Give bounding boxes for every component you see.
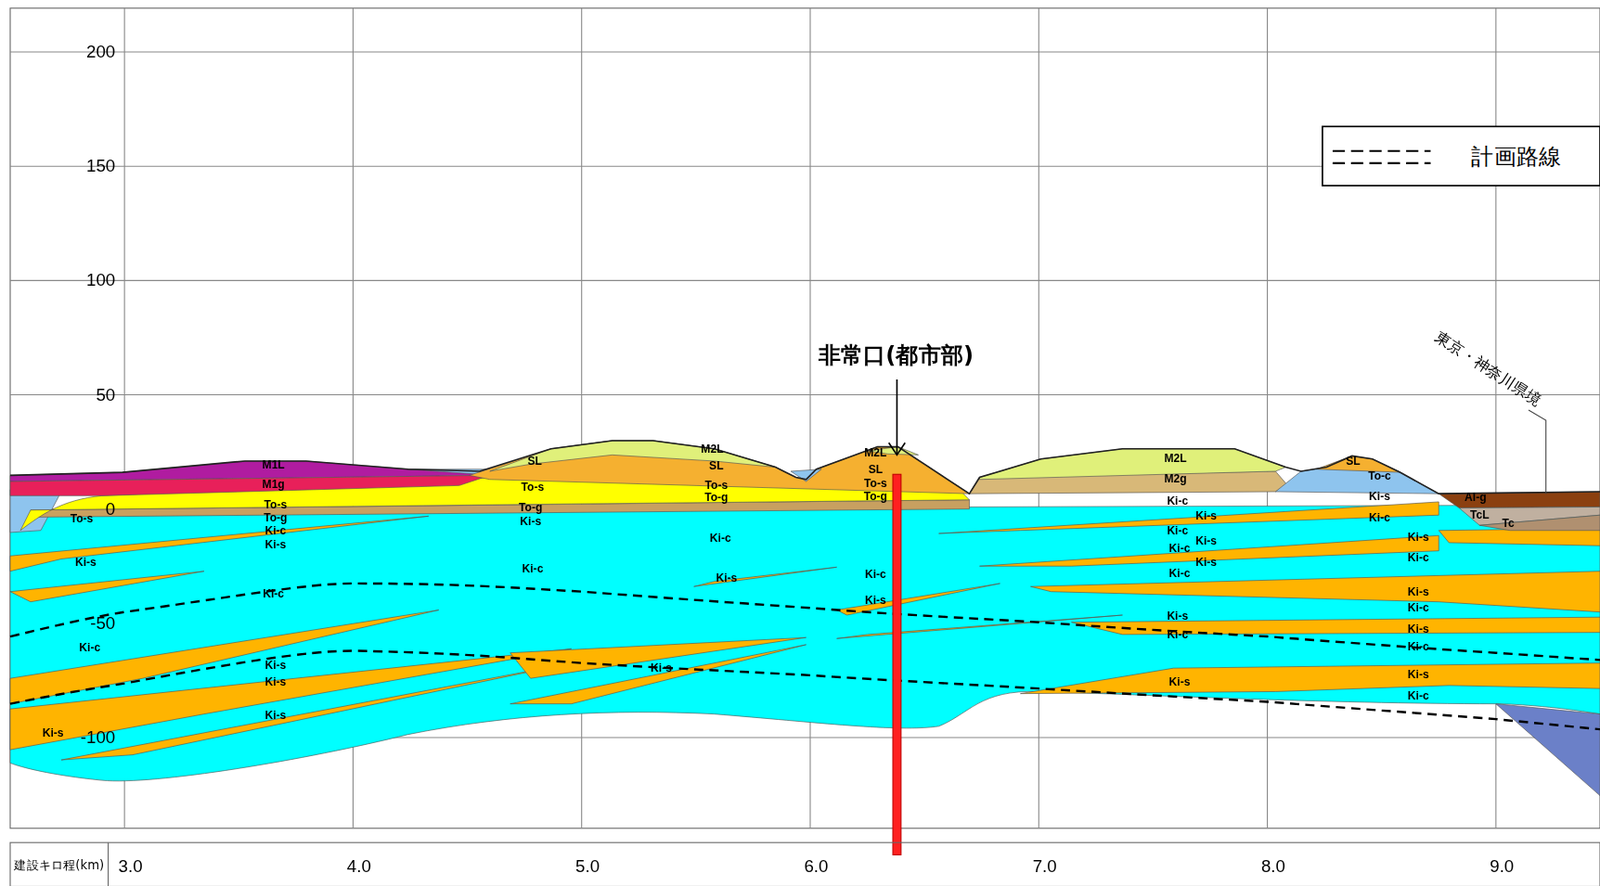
axis-label: 200 <box>86 43 116 62</box>
ground-surface <box>10 440 1600 494</box>
stratum-label: Ki-s <box>1195 556 1217 568</box>
stratum-label: Ki-c <box>864 568 887 581</box>
stratum-label: Ki-s <box>264 659 286 671</box>
stratum-label: Ki-s <box>650 662 672 674</box>
strata <box>10 440 1600 797</box>
stratum-label: Ki-s <box>1195 510 1217 522</box>
stratum-label: Ki-c <box>1368 512 1391 524</box>
stratum-label: Ki-c <box>1407 641 1430 653</box>
axis-label: 7.0 <box>1032 857 1058 876</box>
stratum-label: M1g <box>262 478 285 491</box>
axis-label: 150 <box>86 157 116 176</box>
stratum-label: SL <box>709 460 723 472</box>
stratum-label: Ki-c <box>1166 629 1188 641</box>
stratum-label: M2L <box>1164 452 1188 465</box>
stratum-label: TcL <box>1470 509 1490 521</box>
shaft <box>892 474 902 855</box>
stratum-label: Al-g <box>1464 492 1487 504</box>
stratum-label: Ki-s <box>42 727 65 739</box>
grid <box>10 8 1600 829</box>
stratum-label: Ki-c <box>1169 542 1191 555</box>
stratum-label: Ki-c <box>1407 552 1430 564</box>
axis-table <box>10 842 1600 886</box>
stratum-label: Ki-s <box>1166 610 1188 622</box>
stratum-label: Ki-c <box>1407 602 1430 614</box>
stratum-label: Ki-s <box>1195 535 1217 547</box>
stratum-label: Ki-s <box>264 539 286 551</box>
stratum-label: Ki-c <box>1407 690 1430 702</box>
stratum-label: Ki-s <box>75 556 97 568</box>
axis-label: 50 <box>95 386 116 404</box>
stratum-label: Ki-c <box>1169 567 1191 580</box>
stratum-label: To-s <box>705 479 729 491</box>
stratum-label: Ki-s <box>1407 623 1430 635</box>
leader-line <box>889 379 1547 494</box>
stratum-label: SL <box>1345 455 1360 467</box>
axis-label: 5.0 <box>575 857 600 876</box>
stratum-label: Ki-s <box>264 709 286 722</box>
stratum-label: M1L <box>262 459 285 471</box>
legend-box <box>1322 126 1600 186</box>
axis-label: 建設キロ程(km) <box>13 859 104 872</box>
stratum-label: Ki-s <box>519 516 542 528</box>
stratum-label: Ki-s <box>1407 531 1430 543</box>
stratum-label: Ki-c <box>1166 495 1188 507</box>
stratum-label: To-g <box>864 490 888 503</box>
stratum-label: Ki-c <box>1166 525 1188 537</box>
stratum-label: M2L <box>864 447 887 459</box>
stratum-label: To-g <box>518 502 542 514</box>
stratum-label: Ki-s <box>1407 669 1430 681</box>
axis-label: 6.0 <box>803 857 828 876</box>
stratum-label: Ki-c <box>264 525 286 537</box>
stratum-label: Ki-s <box>1169 677 1191 689</box>
axis-label: 3.0 <box>118 857 143 876</box>
stratum-label: Ki-c <box>709 532 732 544</box>
planned-route <box>10 583 1600 730</box>
stratum-label: Ki-s <box>1407 586 1430 598</box>
axis-label: -50 <box>90 614 116 633</box>
axis-label: 4.0 <box>347 857 372 876</box>
stratum-label: Ki-s <box>864 595 887 607</box>
axis-label: 0 <box>105 500 116 518</box>
annotation: 非常口(都市部) <box>818 345 974 368</box>
annotation: 東京・神奈川県境 <box>1432 329 1544 410</box>
stratum-label: To-g <box>704 492 728 504</box>
stratum-label: Tc <box>1501 517 1514 530</box>
stratum-label: To-s <box>70 514 94 526</box>
stratum-label: Ki-s <box>715 572 737 584</box>
stratum-label: To-s <box>264 499 288 511</box>
stratum-label: To-s <box>521 482 545 494</box>
stratum-label: Ki-c <box>78 642 101 654</box>
stratum-label: M2g <box>1164 473 1188 485</box>
stratum-label: Ki-s <box>1368 490 1391 503</box>
axis-label: 9.0 <box>1489 857 1514 876</box>
legend-text: 計画路線 <box>1470 145 1562 168</box>
stratum-label: To-s <box>864 477 888 490</box>
axis-label: -100 <box>80 729 116 748</box>
stratum-label: SL <box>868 464 883 476</box>
axis-label: 8.0 <box>1261 857 1286 876</box>
axis-label: 100 <box>86 271 116 290</box>
stratum-label: Ki-s <box>264 677 286 689</box>
stratum-label: M2L <box>700 443 723 455</box>
stratum-label: To-c <box>1367 470 1392 482</box>
stratum-label: Ki-c <box>262 588 284 600</box>
stratum-label: To-g <box>263 512 287 524</box>
stratum-label: SL <box>527 455 542 467</box>
stratum-label: Ki-c <box>522 563 544 575</box>
